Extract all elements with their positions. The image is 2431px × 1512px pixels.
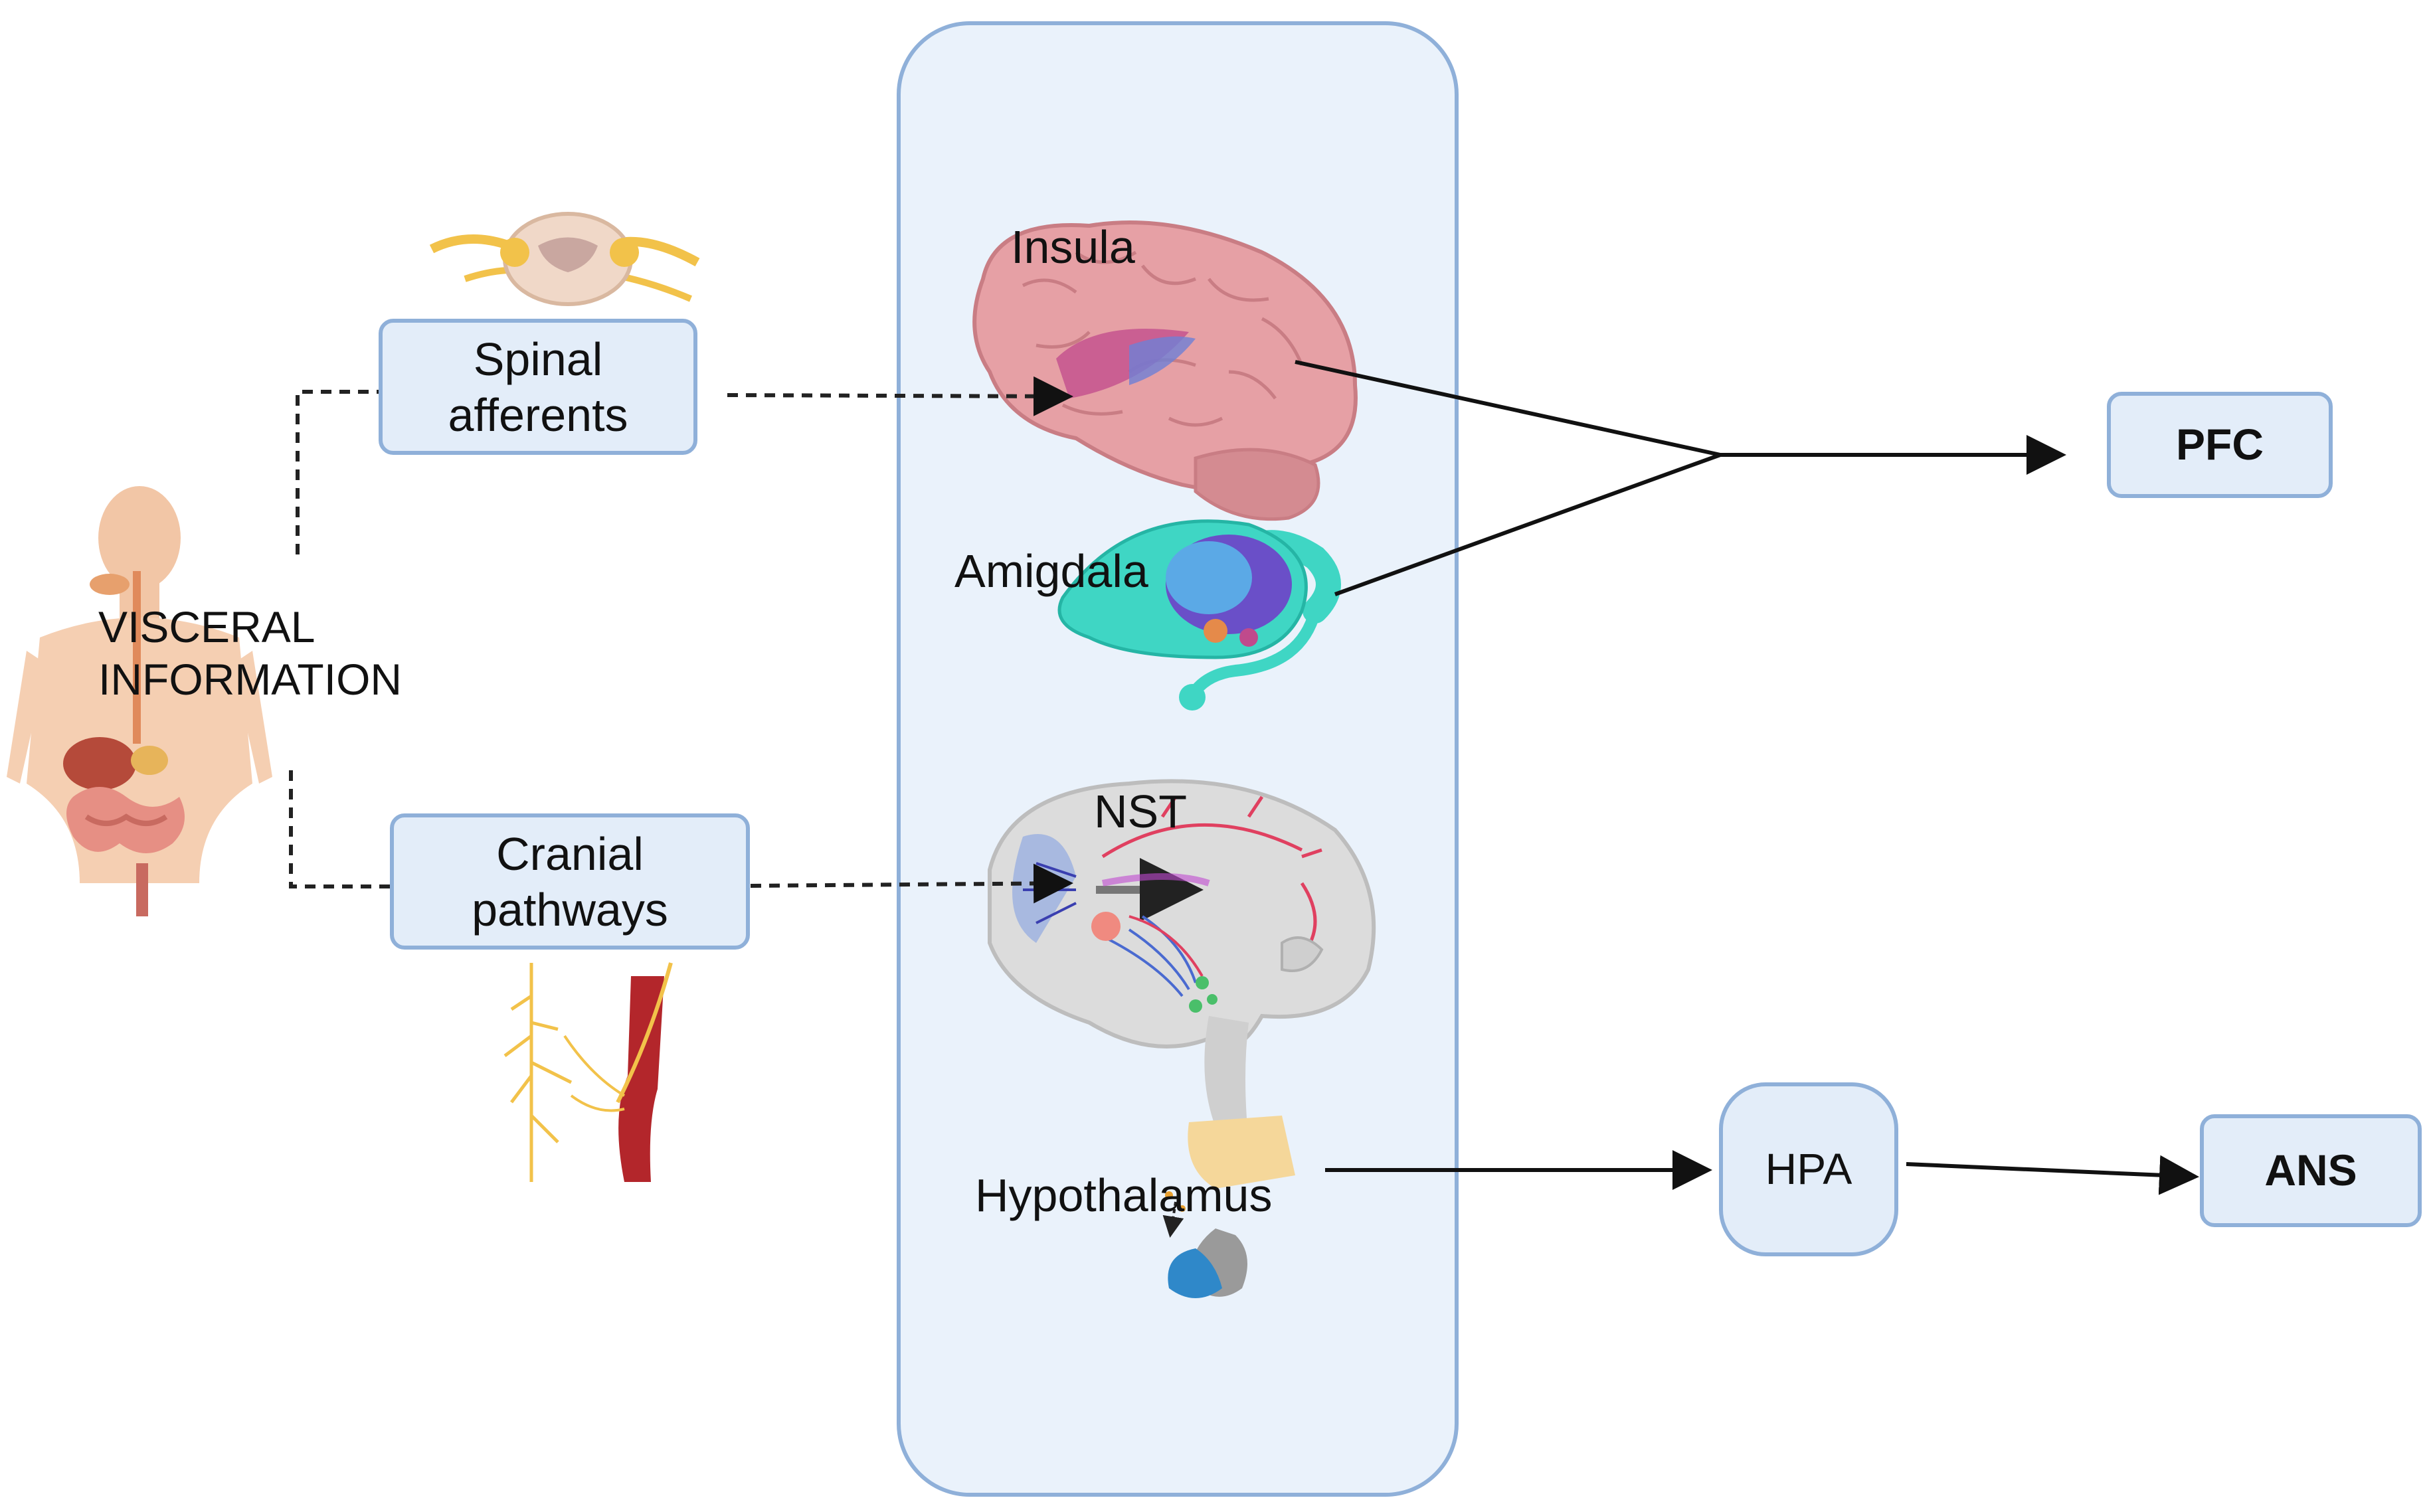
visceral-information-label: VISCERAL INFORMATION [98, 601, 402, 706]
hpa-label: HPA [1765, 1144, 1852, 1194]
hypothalamus-pituitary-illustration [1162, 1116, 1295, 1298]
solid-arrows [1295, 360, 2199, 1195]
vagus-artery-illustration [503, 962, 673, 1182]
cranial-pathways-box: Cranial pathways [390, 813, 750, 950]
visceral-label-line1: VISCERAL [98, 602, 315, 651]
spinal-label-line2: afferents [448, 388, 628, 441]
lateral-brain-illustration [972, 220, 1358, 521]
spinal-cord-illustration [429, 212, 700, 306]
cranial-label-line1: Cranial [496, 827, 644, 880]
spinal-label-line1: Spinal [473, 333, 603, 385]
pfc-box: PFC [2107, 392, 2333, 498]
pfc-label: PFC [2176, 420, 2264, 469]
amigdala-label: Amigdala [954, 545, 1148, 597]
cranial-label-line2: pathways [472, 883, 668, 936]
amygdala-illustration [1057, 519, 1341, 711]
insula-label: Insula [1011, 221, 1135, 273]
ans-box: ANS [2200, 1114, 2422, 1227]
human-torso-illustration [7, 486, 272, 916]
dashed-connectors [289, 376, 1073, 904]
nst-label: NST [1094, 786, 1187, 837]
sagittal-brain-illustration [988, 779, 1376, 1142]
ans-label: ANS [2264, 1145, 2357, 1195]
visceral-label-line2: INFORMATION [98, 655, 403, 705]
spinal-afferents-box: Spinal afferents [379, 319, 697, 455]
hypothalamus-label: Hypothalamus [975, 1169, 1273, 1221]
hpa-box: HPA [1719, 1082, 1898, 1256]
